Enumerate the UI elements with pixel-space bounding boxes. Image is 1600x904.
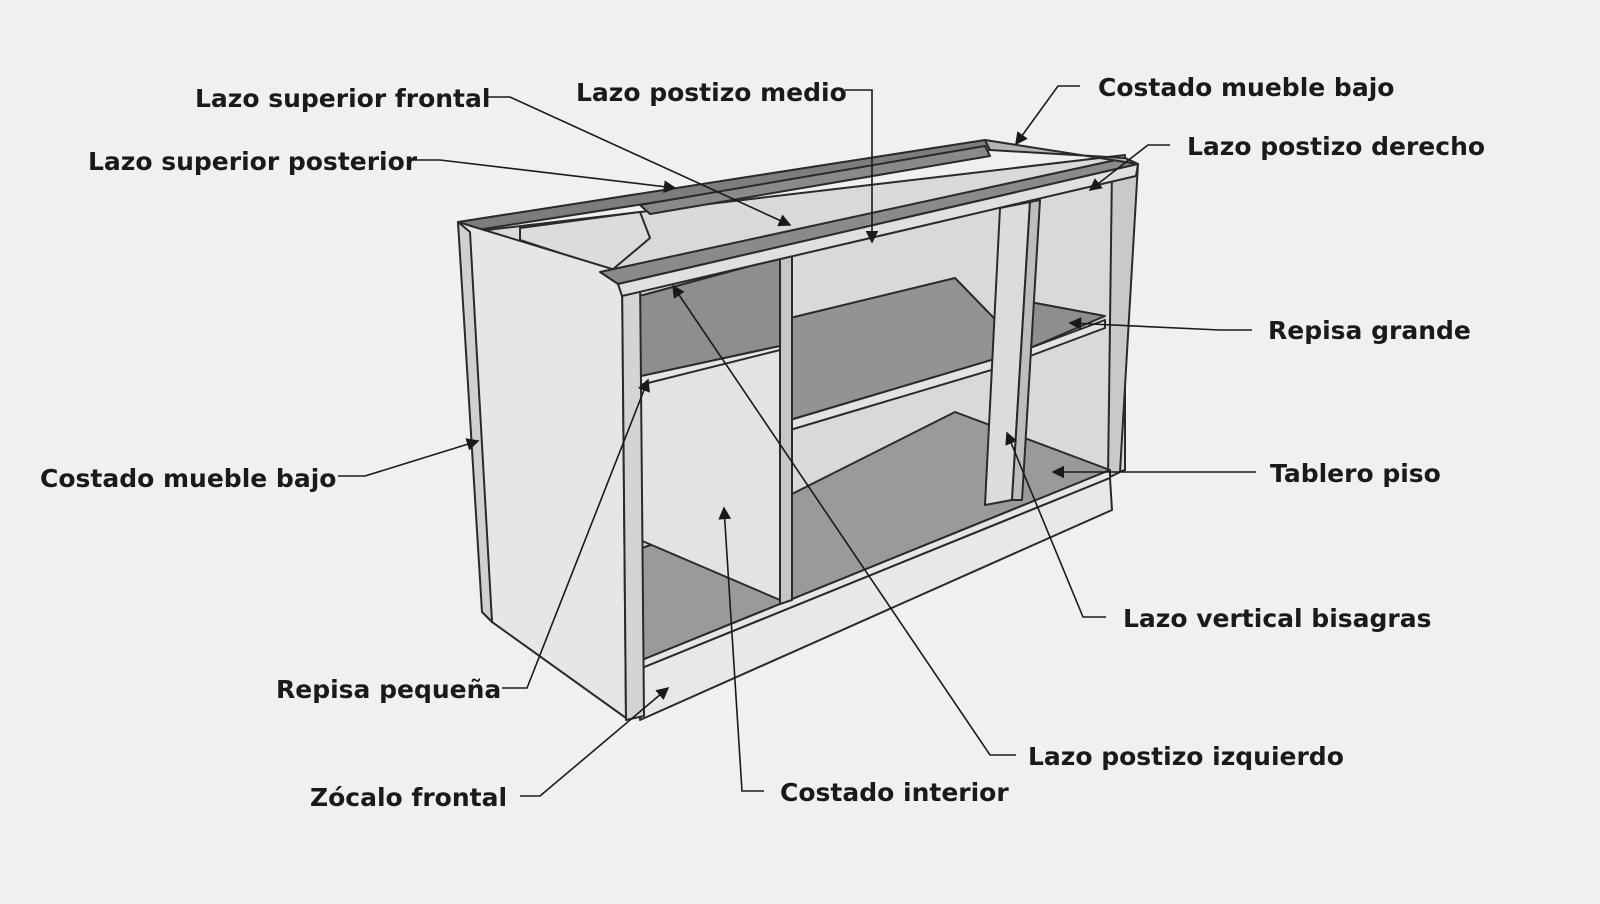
label-lazo-superior-frontal: Lazo superior frontal: [195, 84, 491, 113]
leader-costado-interior: [718, 506, 764, 792]
left-side-panel-edge: [457, 221, 493, 623]
leader-lines: [338, 85, 1256, 797]
leader-zocalo-frontal: [520, 686, 670, 797]
right-side-panel: [1107, 163, 1139, 479]
leader-lazo-superior-frontal: [488, 96, 792, 227]
leader-lazo-postizo-medio: [845, 89, 879, 244]
label-lazo-postizo-izquierdo: Lazo postizo izquierdo: [1028, 742, 1344, 771]
vertical-hinge-rail-front: [1011, 199, 1041, 501]
leader-repisa-grande: [1068, 317, 1252, 331]
leader-lazo-postizo-derecho: [1088, 144, 1170, 191]
label-repisa-pequena: Repisa pequeña: [276, 675, 502, 704]
label-repisa-grande: Repisa grande: [1268, 316, 1471, 345]
label-zocalo-frontal: Zócalo frontal: [310, 783, 508, 812]
top-right-edge: [984, 139, 1139, 165]
label-costado-mueble-bajo-top: Costado mueble bajo: [1098, 73, 1395, 102]
label-costado-mueble-bajo-left: Costado mueble bajo: [40, 464, 337, 493]
leader-lazo-vertical: [1005, 431, 1106, 618]
label-lazo-postizo-derecho: Lazo postizo derecho: [1187, 132, 1486, 161]
interior-divider: [779, 251, 793, 605]
leader-costado-top: [1015, 85, 1080, 146]
label-costado-interior: Costado interior: [780, 778, 1009, 807]
leader-lazo-postizo-izquierdo: [672, 284, 1016, 756]
label-lazo-superior-posterior: Lazo superior posterior: [88, 147, 418, 176]
top-cavity-left: [519, 211, 651, 271]
leader-repisa-pequena: [502, 378, 650, 689]
label-lazo-postizo-medio: Lazo postizo medio: [576, 78, 847, 107]
leader-costado-left: [338, 438, 480, 477]
label-tablero-piso: Tablero piso: [1270, 459, 1441, 488]
leader-lazo-superior-posterior: [410, 159, 677, 194]
label-lazo-vertical-bisagras: Lazo vertical bisagras: [1123, 604, 1432, 633]
left-front-stile: [621, 271, 645, 721]
top-front-rail-edge: [617, 163, 1139, 297]
cabinet-body: [457, 139, 1139, 721]
